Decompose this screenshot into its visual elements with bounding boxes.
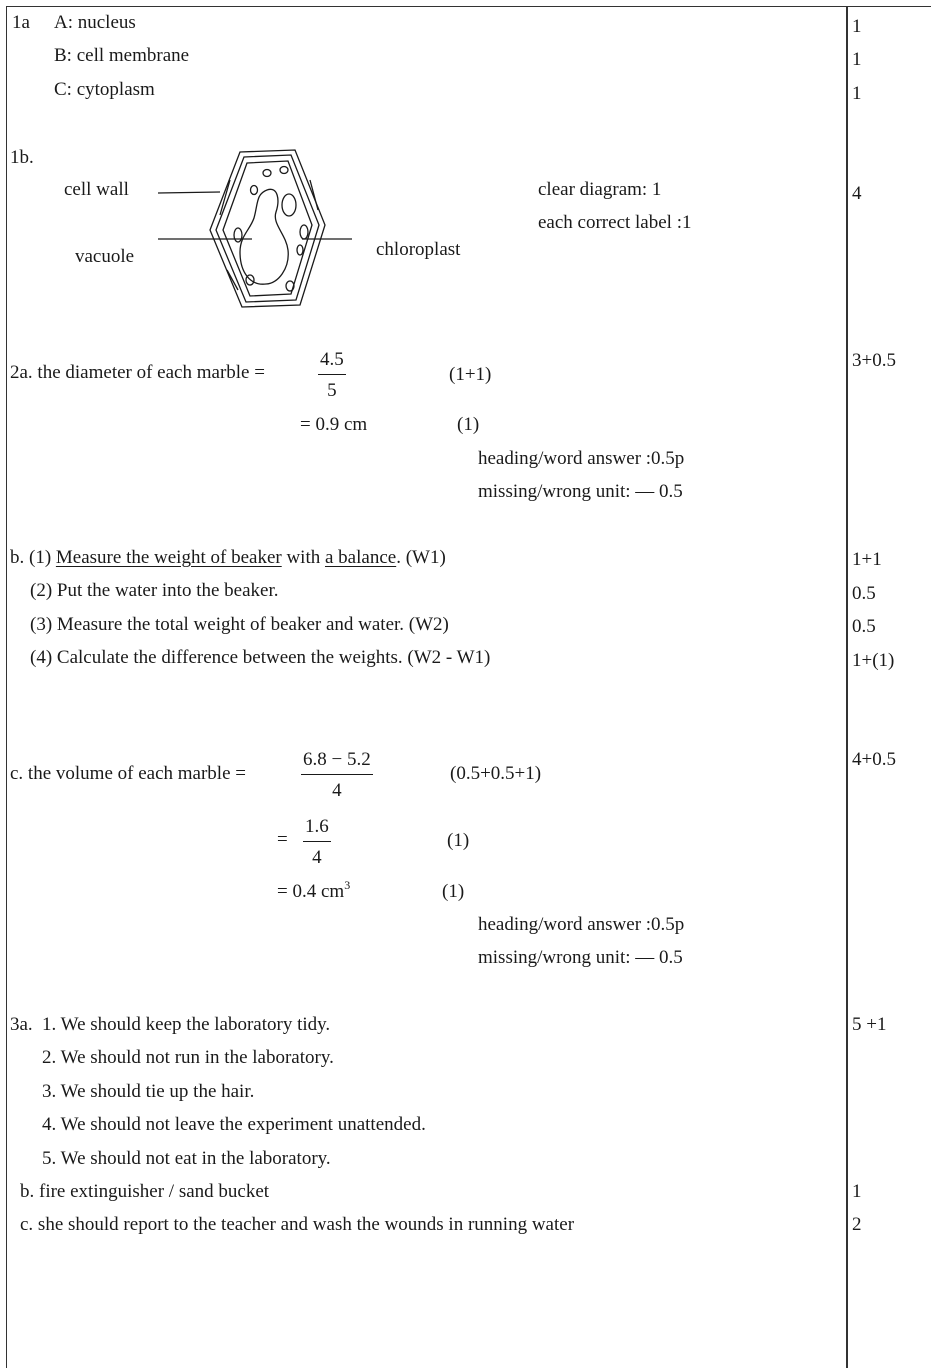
q3c-answer: c. she should report to the teacher and … [20, 1214, 575, 1235]
q2b-step4: (4) Calculate the difference between the… [30, 647, 491, 668]
q1b-criterion-label: each correct label :1 [538, 212, 692, 233]
q3a-rule-1: 1. We should keep the laboratory tidy. [42, 1014, 331, 1035]
q2b-step1: b. (1) Measure the weight of beaker with… [10, 548, 446, 567]
q2a-note-unit: missing/wrong unit: — 0.5 [478, 481, 683, 502]
q3a-rule-4: 4. We should not leave the experiment un… [42, 1114, 426, 1135]
q2c-fraction-1: 6.8 − 5.2 4 [301, 750, 373, 800]
q3c-mark: 2 [852, 1214, 862, 1235]
q2a-prefix: 2a. the diameter of each marble = [10, 362, 265, 383]
q2c-note-unit: missing/wrong unit: — 0.5 [478, 947, 683, 968]
q2b-mark-1: 1+1 [852, 549, 882, 570]
label-chloroplast: chloroplast [376, 239, 461, 260]
q1a-mark-b: 1 [852, 49, 862, 70]
q3a-mark: 5 +1 [852, 1014, 887, 1035]
q2c-fraction-1-denominator: 4 [332, 780, 342, 801]
q3b-mark: 1 [852, 1181, 862, 1202]
q2a-note-heading: heading/word answer :0.5p [478, 448, 685, 469]
q2c-step1-marks: (0.5+0.5+1) [450, 763, 542, 784]
q2b-mark-3: 0.5 [852, 616, 876, 637]
q2c-prefix: c. the volume of each marble = [10, 763, 246, 784]
q2a-result-marks: (1) [457, 414, 480, 435]
q2c-result-value: = 0.4 cm [277, 881, 345, 902]
q1b-mark: 4 [852, 183, 862, 204]
q1a-item-a: A: nucleus [54, 12, 136, 33]
q1b-criterion-diagram: clear diagram: 1 [538, 179, 662, 200]
q1a-item-b: B: cell membrane [54, 45, 190, 66]
q2c-result-marks: (1) [442, 881, 465, 902]
q1a-mark-a: 1 [852, 16, 862, 37]
q2a-mark: 3+0.5 [852, 350, 896, 371]
q2a-fraction-denominator: 5 [327, 380, 337, 401]
q2a-result: = 0.9 cm [300, 414, 368, 435]
q3b-answer: b. fire extinguisher / sand bucket [20, 1181, 270, 1202]
q1a-mark-c: 1 [852, 83, 862, 104]
table-left-border [6, 6, 7, 1368]
q1b-label: 1b. [10, 147, 34, 168]
q3a-rule-2: 2. We should not run in the laboratory. [42, 1047, 334, 1068]
q2b-step2: (2) Put the water into the beaker. [30, 580, 279, 601]
q2a-fraction-numerator: 4.5 [318, 350, 346, 375]
q2c-fraction-2: 1.6 4 [303, 817, 331, 867]
q1a-item-c: C: cytoplasm [54, 79, 155, 100]
q1a-label: 1a [12, 12, 30, 33]
label-cell-wall: cell wall [64, 179, 129, 200]
q2c-fraction-1-numerator: 6.8 − 5.2 [301, 750, 373, 775]
q2b-step1-post: . (W1) [396, 547, 446, 568]
q2c-result: = 0.4 cm3 [277, 879, 350, 902]
q2c-fraction-2-denominator: 4 [312, 847, 322, 868]
q2a-step1-marks: (1+1) [449, 364, 492, 385]
table-top-border [6, 6, 931, 7]
q2c-result-superscript: 3 [344, 878, 351, 892]
q2c-fraction-2-numerator: 1.6 [303, 817, 331, 842]
plant-cell-diagram [157, 149, 352, 308]
q2c-note-heading: heading/word answer :0.5p [478, 914, 685, 935]
q3a-rule-3: 3. We should tie up the hair. [42, 1081, 255, 1102]
q2b-step1-underline-balance: a balance [324, 547, 397, 568]
q2c-equals: = [277, 829, 288, 850]
q2b-mark-4: 1+(1) [852, 650, 895, 671]
q2b-step1-mid: with [281, 547, 325, 568]
q2b-step1-pre: b. (1) [10, 547, 56, 568]
q2c-mark: 4+0.5 [852, 749, 896, 770]
marks-column-divider [846, 6, 848, 1368]
q3a-label: 3a. [10, 1014, 33, 1035]
q2c-step2-marks: (1) [447, 830, 470, 851]
q2b-step1-underline-weight: Measure the weight of beaker [55, 547, 282, 568]
q2a-fraction: 4.5 5 [318, 350, 346, 400]
label-vacuole: vacuole [75, 246, 135, 267]
q2b-step3: (3) Measure the total weight of beaker a… [30, 614, 449, 635]
q3a-rule-5: 5. We should not eat in the laboratory. [42, 1148, 331, 1169]
q2b-mark-2: 0.5 [852, 583, 876, 604]
